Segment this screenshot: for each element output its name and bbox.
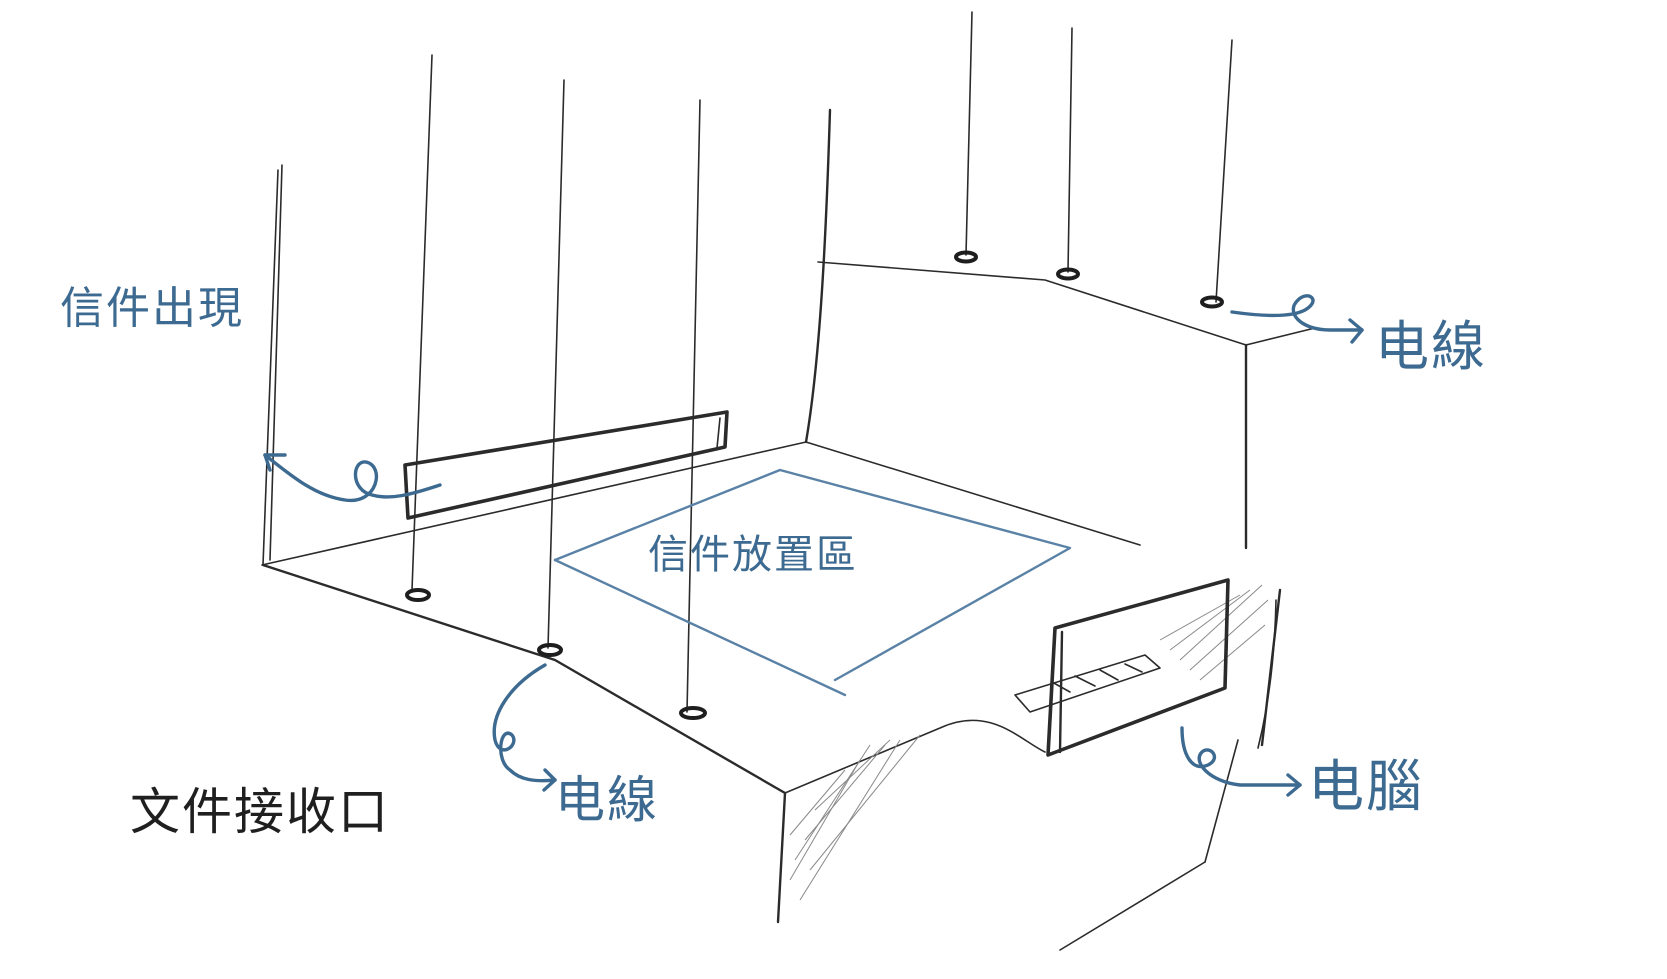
hole-icon	[539, 645, 561, 655]
label-power-cable-right: 电線	[1375, 302, 1487, 381]
letter-slot	[405, 412, 727, 518]
hole-icon	[1202, 298, 1222, 307]
computer-monitor	[1015, 580, 1228, 755]
hole-icon	[956, 253, 976, 262]
arrow-computer	[1182, 728, 1300, 785]
label-letter-area: 信件放置區	[648, 522, 858, 580]
cable-holes	[407, 253, 1222, 719]
hanging-wires-left	[263, 55, 700, 712]
label-letter-appear: 信件出現	[60, 272, 244, 336]
arrow-power-cable-right	[1232, 296, 1362, 330]
label-computer: 电腦	[1308, 742, 1424, 823]
hole-icon	[1058, 270, 1078, 279]
hanging-wires-right	[966, 12, 1232, 302]
label-document-slot: 文件接收口	[130, 772, 390, 844]
label-power-cable-bottom: 电線	[555, 760, 659, 832]
back-wall	[806, 110, 1315, 548]
arrow-power-cable-bottom	[494, 665, 555, 781]
hole-icon	[407, 590, 429, 600]
letter-area-outline	[555, 470, 1070, 695]
hole-icon	[681, 708, 705, 718]
